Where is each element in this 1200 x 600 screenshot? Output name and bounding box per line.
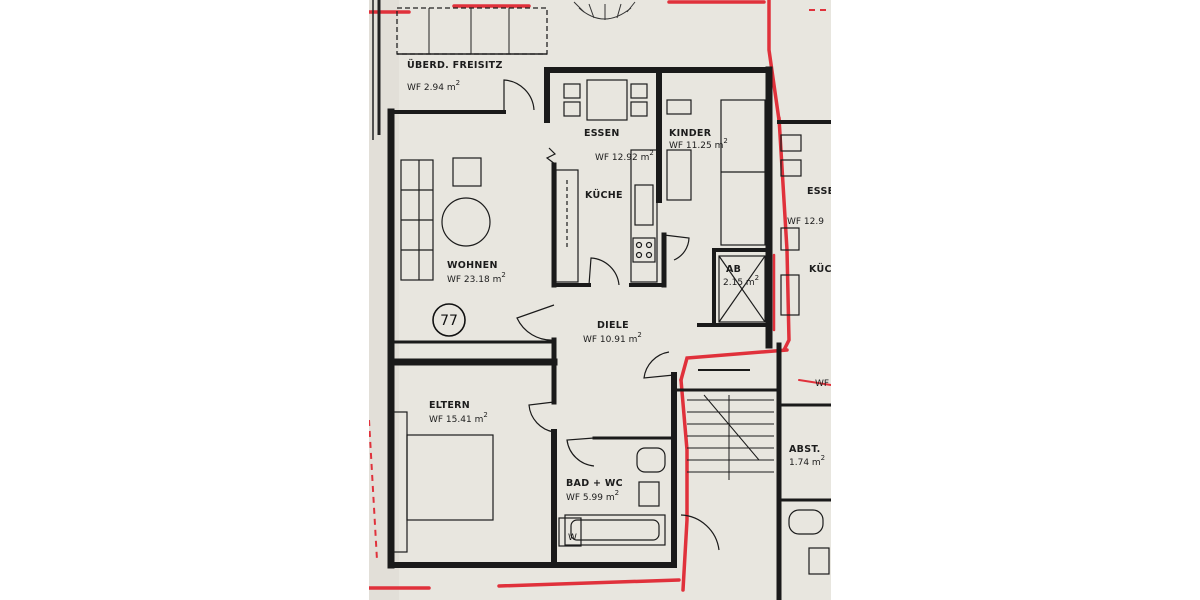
diele-label: DIELE <box>597 320 629 331</box>
unit-number: 77 <box>440 313 458 329</box>
freisitz-label: ÜBERD. FREISITZ <box>407 60 503 71</box>
wohnen-label: WOHNEN <box>447 260 498 271</box>
eltern-area: WF 15.41 m2 <box>429 411 488 425</box>
kueche-label: KÜCHE <box>585 190 623 201</box>
furniture <box>392 79 830 575</box>
kinder-area: WF 11.25 m2 <box>669 137 728 151</box>
diele-area: WF 10.91 m2 <box>583 331 642 345</box>
neighbor-essen-area: WF 12.9 <box>787 217 824 227</box>
neighbor-kueche-label: KÜC <box>809 264 831 275</box>
terrace-structure <box>372 0 548 140</box>
room-labels: ÜBERD. FREISITZ WF 2.94 m2 ESSEN WF 12.9… <box>407 60 831 543</box>
bad-label: BAD + WC <box>566 478 623 489</box>
walls <box>387 66 831 600</box>
ab-area: 2.15 m2 <box>723 274 759 288</box>
eltern-label: ELTERN <box>429 400 470 411</box>
sun-symbol-icon <box>573 1 636 20</box>
w-marker: W <box>568 533 577 543</box>
abst-label: ABST. <box>789 444 821 455</box>
essen-label: ESSEN <box>584 128 620 139</box>
doors <box>503 79 720 551</box>
unit-number-circle <box>432 303 466 337</box>
ab-label: AB <box>726 264 741 275</box>
neighbor-essen-label: ESSE <box>807 186 831 197</box>
break-mark-icon <box>545 147 557 165</box>
kinder-label: KINDER <box>669 128 712 139</box>
floor-plan-drawing: 77 ÜBERD. FREISITZ WF 2.94 m2 ESSEN WF 1… <box>369 0 831 600</box>
bad-area: WF 5.99 m2 <box>566 489 619 503</box>
neighbor-wf-label: WF <box>815 379 829 389</box>
abst-area: 1.74 m2 <box>789 454 825 468</box>
floor-plan-photo: 77 ÜBERD. FREISITZ WF 2.94 m2 ESSEN WF 1… <box>369 0 831 600</box>
wohnen-area: WF 23.18 m2 <box>447 271 506 285</box>
red-boundary-lines <box>369 0 831 592</box>
essen-area: WF 12.92 m2 <box>595 149 654 163</box>
freisitz-area: WF 2.94 m2 <box>407 79 460 93</box>
